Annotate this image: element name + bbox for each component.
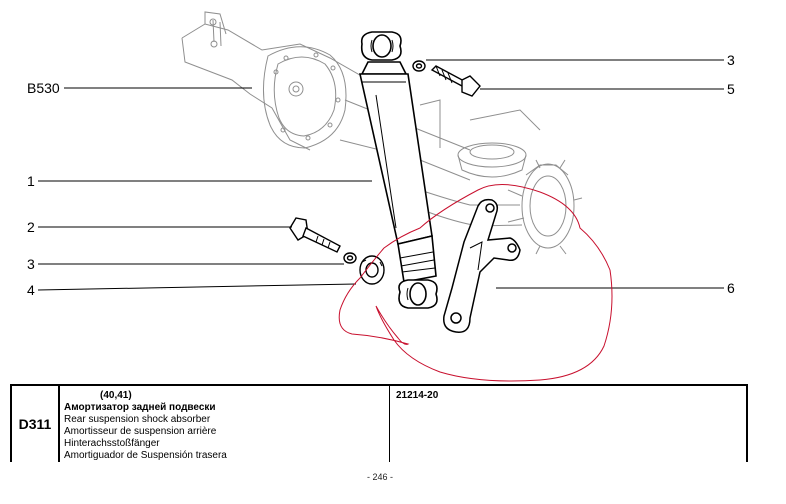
callout-b530: B530 [27,80,60,96]
leader-lines [37,59,724,291]
part-name-de: Hinterachsstoßfänger [64,438,160,449]
callout-3-left: 3 [27,256,35,272]
callout-1: 1 [27,173,35,189]
red-annotation-outline [338,183,613,382]
part-quantity: (40,41) [100,390,132,401]
part-name-fr: Amortisseur de suspension arrière [64,426,217,437]
part-name-en: Rear suspension shock absorber [64,414,211,425]
callout-3-right: 3 [727,52,735,68]
model-number: 21214-20 [396,390,439,401]
parts-info-table: D311 (40,41) Амортизатор задней подвески… [10,384,748,462]
part-name-es: Amortiguador de Suspensión trasera [64,450,227,461]
callout-2: 2 [27,219,35,235]
part-name-ru: Амортизатор задней подвески [64,402,216,413]
upper-bolt [412,60,481,97]
lower-bolt [289,217,385,285]
callout-6: 6 [727,280,735,296]
part-description: (40,41) Амортизатор задней подвески Rear… [60,386,390,462]
callout-5: 5 [727,81,735,97]
callout-4: 4 [27,282,35,298]
parts-diagram [37,11,724,382]
part-code: D311 [12,386,60,462]
bracket [443,198,521,333]
page-number: - 246 - [366,472,393,482]
shock-absorber [359,31,438,309]
